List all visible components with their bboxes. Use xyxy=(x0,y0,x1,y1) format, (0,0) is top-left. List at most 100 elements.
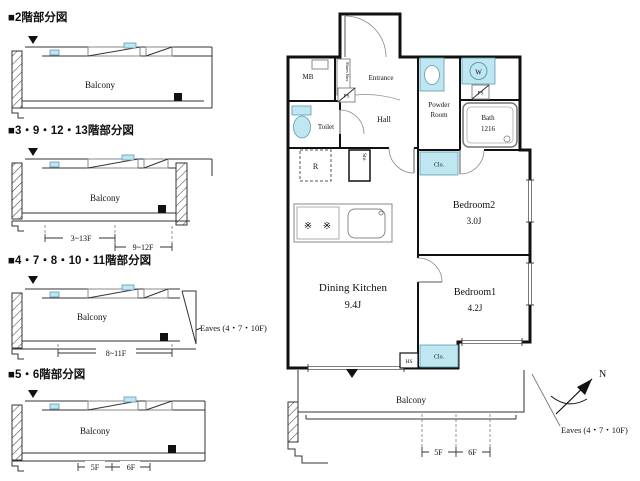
plan-5f-title: ■5・6階部分図 xyxy=(8,367,85,381)
refrigerator-space xyxy=(299,149,332,182)
bedroom1-door-arc xyxy=(417,257,443,283)
dim-3-13f: 3~13F xyxy=(71,234,92,243)
main-floor-plan: MB Shoes Box Entrance Toilet Hall Powder… xyxy=(286,12,628,464)
washer-label: W xyxy=(475,69,482,77)
balcony-label: Balcony xyxy=(396,395,426,405)
balcony-label: Balcony xyxy=(85,80,115,90)
bedroom1-label: Bedroom1 xyxy=(454,287,496,298)
vent-box xyxy=(49,291,60,298)
section-marker-icon xyxy=(346,369,358,378)
vanity-cabinet xyxy=(419,57,445,92)
wall-steps xyxy=(11,221,24,232)
vent-box xyxy=(121,284,135,291)
hs-label: HS xyxy=(405,359,412,365)
partial-plan-4-7-8-10-11f: ■4・7・8・10・11階部分図 Eaves (4・7・10F) Balcony… xyxy=(8,253,267,360)
wall-section xyxy=(11,50,23,109)
eaves-label: Eaves (4・7・10F) xyxy=(561,425,628,435)
stove-icon xyxy=(296,206,340,240)
vent-box xyxy=(49,161,60,168)
balcony-label: Balcony xyxy=(90,193,120,203)
vent-box xyxy=(49,403,60,410)
dim-5f: 5F xyxy=(91,463,100,472)
partial-plan-3-9-12-13f: ■3・9・12・13階部分図 Balcony 3~13F 9~12F xyxy=(8,123,213,252)
wall-steps xyxy=(287,442,328,464)
interior-walls xyxy=(288,57,530,368)
washer-icon xyxy=(469,62,488,80)
faucet-icon xyxy=(378,210,384,216)
vent-box xyxy=(49,49,60,56)
dim-6f: 6F xyxy=(127,463,136,472)
dining-kitchen-size: 9.4J xyxy=(345,300,362,311)
eaves-label: Eaves (4・7・10F) xyxy=(200,323,267,333)
partial-plan-2f: ■2階部分図 Balcony xyxy=(8,10,213,119)
hall-label: Hall xyxy=(377,115,392,124)
bedroom2-size: 3.0J xyxy=(467,216,482,226)
balcony-outline xyxy=(297,370,525,413)
balcony-label: Balcony xyxy=(80,426,110,436)
bath-label: Bath xyxy=(481,114,495,122)
plan-4f-title: ■4・7・8・10・11階部分図 xyxy=(8,253,151,267)
entrance-label: Entrance xyxy=(369,74,394,82)
balcony-label: Balcony xyxy=(77,312,107,322)
drain-box xyxy=(174,93,182,101)
toilet-tank xyxy=(291,105,312,116)
shoes-box-label: Shoes Box xyxy=(345,62,350,82)
partial-plan-5-6f: ■5・6階部分図 Balcony 5F 6F xyxy=(8,367,206,472)
wall-section xyxy=(11,404,23,461)
ps-label: PS xyxy=(343,94,349,100)
dim-6f: 6F xyxy=(468,448,477,457)
section-marker-icon xyxy=(28,148,38,156)
wall-steps xyxy=(11,108,24,119)
plan-3f-title: ■3・9・12・13階部分図 xyxy=(8,123,134,137)
compass-north-icon: N xyxy=(550,369,606,415)
compass-n-label: N xyxy=(599,369,606,380)
drain-box xyxy=(160,333,168,341)
closet-lower xyxy=(419,344,459,368)
storage-closet xyxy=(348,149,371,182)
section-marker-icon xyxy=(28,276,38,284)
closet-upper-label: Clo. xyxy=(434,163,445,169)
hall-door-arc xyxy=(388,147,415,174)
bedroom2-door-arc xyxy=(459,149,485,175)
powder-room-label: Powder xyxy=(428,101,450,109)
wall-section xyxy=(11,292,23,349)
refrigerator-label: R xyxy=(313,162,319,171)
meter-box xyxy=(311,59,329,70)
hs-box xyxy=(399,352,419,369)
wall-section xyxy=(11,162,23,220)
washbasin-icon xyxy=(424,65,440,85)
bedroom2-label: Bedroom2 xyxy=(453,200,495,211)
ps-label: PS xyxy=(477,91,483,97)
burner-icon: ※ xyxy=(304,221,312,232)
wall-steps xyxy=(11,349,24,360)
drain-box xyxy=(158,205,166,213)
vent-box xyxy=(123,42,137,49)
toilet-door-arc xyxy=(339,109,365,135)
vent-box xyxy=(123,396,137,403)
bathtub-inner xyxy=(466,106,514,144)
closet-lower-label: Clo. xyxy=(434,355,445,361)
dining-kitchen-label: Dining Kitchen xyxy=(319,282,388,294)
bathtub-icon xyxy=(462,102,518,148)
section-marker-icon xyxy=(28,36,38,44)
wall-section xyxy=(287,401,299,443)
dim-9-12f: 9~12F xyxy=(133,243,154,252)
drain-box xyxy=(168,445,176,453)
eaves-outline xyxy=(182,290,197,344)
toilet-bowl-icon xyxy=(293,115,311,139)
burner-icon: ※ xyxy=(323,221,331,232)
mb-label: MB xyxy=(303,73,314,81)
wall-section xyxy=(175,162,188,226)
section-marker-icon xyxy=(28,390,38,398)
bath-size: 1216 xyxy=(481,125,496,133)
wall-steps xyxy=(11,461,24,472)
bedroom1-size: 4.2J xyxy=(468,303,483,313)
drain-icon xyxy=(503,135,511,143)
toilet-label: Toilet xyxy=(318,123,334,131)
storage-label: Sto. xyxy=(361,153,367,162)
closet-upper xyxy=(419,151,459,176)
dim-5f: 5F xyxy=(434,448,443,457)
plan-2f-title: ■2階部分図 xyxy=(8,10,67,24)
